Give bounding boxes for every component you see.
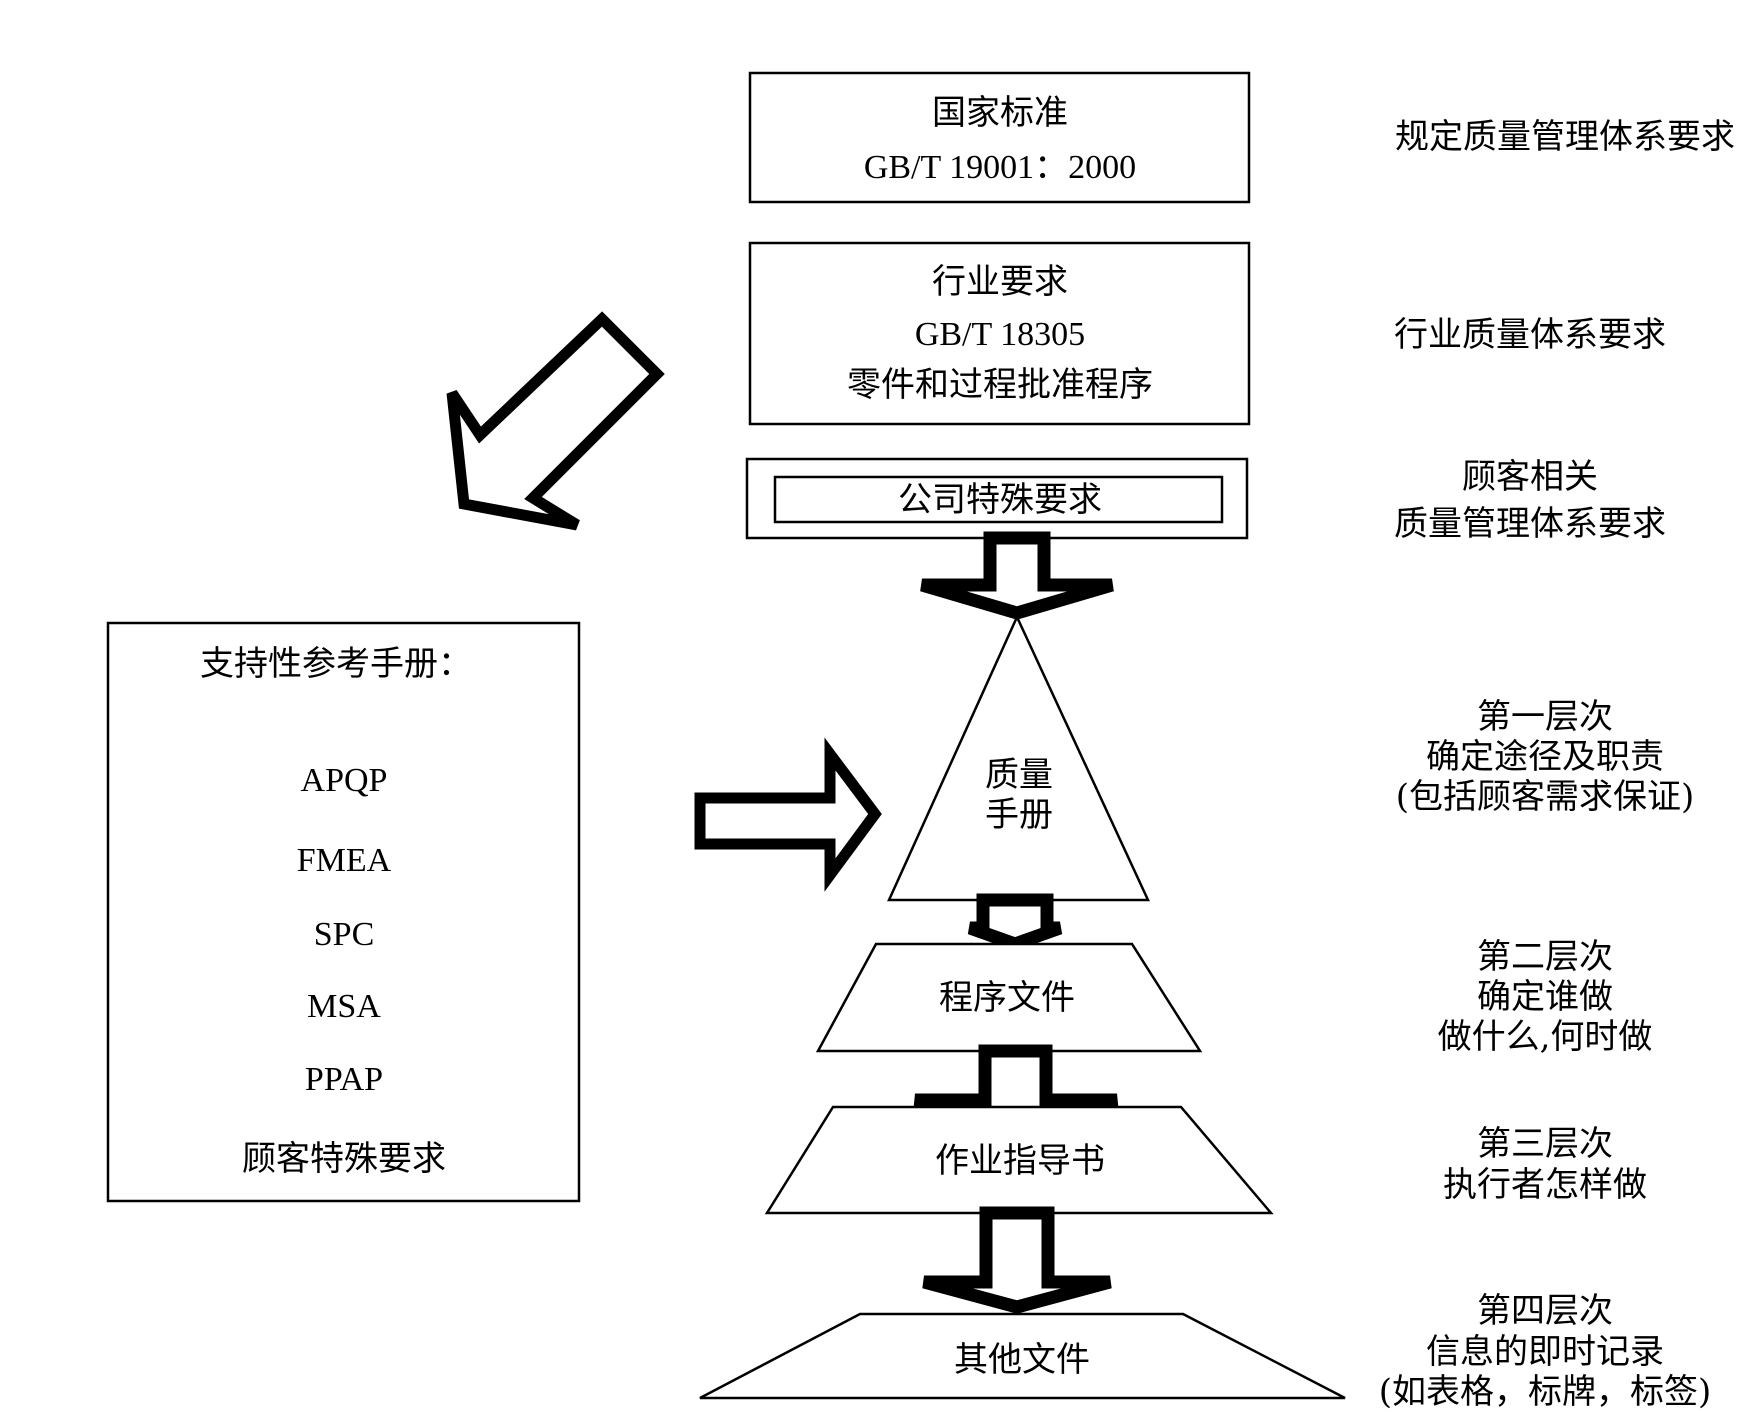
level2-side-label-line1: 第二层次: [1477, 937, 1613, 977]
quality-manual-label-line1: 质量: [985, 755, 1053, 795]
down-arrow-icon: [922, 1206, 1112, 1314]
quality-manual-triangle: 质量 手册: [887, 613, 1150, 902]
reference-manual-item: PPAP: [305, 1061, 383, 1098]
level3-side-label-line2: 执行者怎样做: [1443, 1165, 1647, 1205]
reference-manual-item: MSA: [307, 988, 381, 1025]
level1-side-label-line3: (包括顾客需求保证): [1396, 777, 1695, 817]
level4-side-label-line3: (如表格，标牌，标签): [1379, 1372, 1712, 1412]
side-labels: 规定质量管理体系要求 行业质量体系要求 顾客相关 质量管理体系要求 第一层次 确…: [1379, 117, 1735, 1412]
procedure-documents-level: 程序文件: [815, 942, 1203, 1053]
right-arrow-icon: [694, 737, 882, 892]
work-instructions-label: 作业指导书: [935, 1141, 1105, 1181]
reference-manual-item: APQP: [301, 762, 388, 799]
national-standard-box: 国家标准 GB/T 19001：2000: [748, 71, 1251, 204]
industry-requirement-code: GB/T 18305: [915, 316, 1085, 353]
level4-side-label-line2: 信息的即时记录: [1426, 1332, 1664, 1372]
reference-manuals-heading: 支持性参考手册：: [200, 644, 472, 684]
level3-side-label-line1: 第三层次: [1477, 1124, 1613, 1164]
industry-requirement-subtitle: 零件和过程批准程序: [847, 365, 1153, 405]
level1-side-label-line1: 第一层次: [1477, 697, 1613, 737]
work-instructions-level: 作业指导书: [764, 1105, 1274, 1215]
customer-side-label-line2: 质量管理体系要求: [1394, 504, 1666, 544]
reference-manual-item: 顾客特殊要求: [242, 1139, 446, 1179]
level2-side-label-line2: 确定谁做: [1477, 977, 1613, 1017]
level2-side-label-line3: 做什么,何时做: [1438, 1017, 1653, 1057]
reference-manual-item: SPC: [314, 916, 375, 953]
company-requirement-title: 公司特殊要求: [898, 480, 1102, 520]
industry-requirement-box: 行业要求 GB/T 18305 零件和过程批准程序: [748, 241, 1251, 426]
level4-side-label-line1: 第四层次: [1477, 1291, 1613, 1331]
quality-manual-label-line2: 手册: [985, 795, 1053, 835]
reference-manuals-box: 支持性参考手册： APQP FMEA SPC MSA PPAP 顾客特殊要求: [106, 621, 581, 1203]
industry-side-label: 行业质量体系要求: [1394, 315, 1666, 355]
national-side-label: 规定质量管理体系要求: [1395, 117, 1735, 157]
other-documents-label: 其他文件: [954, 1340, 1090, 1380]
reference-manual-item: FMEA: [297, 842, 392, 879]
customer-side-label-line1: 顾客相关: [1462, 457, 1598, 497]
national-standard-code: GB/T 19001：2000: [864, 149, 1136, 186]
level1-side-label-line2: 确定途径及职责: [1426, 737, 1664, 777]
industry-requirement-title: 行业要求: [932, 262, 1068, 302]
national-standard-title: 国家标准: [932, 93, 1068, 133]
procedure-documents-label: 程序文件: [939, 978, 1075, 1018]
other-documents-level: 其他文件: [699, 1312, 1346, 1400]
company-requirement-box: 公司特殊要求: [745, 457, 1249, 540]
diagonal-arrow-icon: [446, 311, 665, 531]
down-arrow-icon: [920, 531, 1114, 620]
down-arrow-icon: [967, 893, 1063, 951]
